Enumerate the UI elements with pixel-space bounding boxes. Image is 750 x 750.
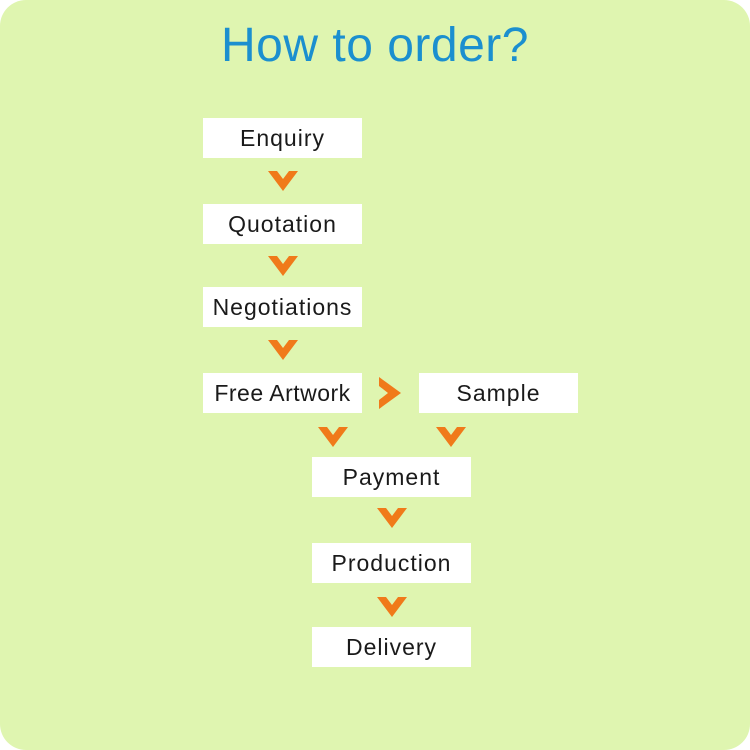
step-delivery: Delivery — [312, 627, 471, 667]
step-sample: Sample — [419, 373, 578, 413]
step-negotiations: Negotiations — [203, 287, 362, 327]
chevron-down-icon — [377, 597, 407, 617]
step-production: Production — [312, 543, 471, 583]
chevron-down-icon — [377, 508, 407, 528]
diagram-title: How to order? — [221, 19, 529, 72]
chevron-down-icon — [318, 427, 348, 447]
chevron-right-icon — [379, 377, 401, 409]
chevron-down-icon — [268, 340, 298, 360]
step-quotation: Quotation — [203, 204, 362, 244]
chevron-down-icon — [268, 171, 298, 191]
chevron-down-icon — [436, 427, 466, 447]
step-enquiry: Enquiry — [203, 118, 362, 158]
step-payment: Payment — [312, 457, 471, 497]
step-free-artwork: Free Artwork — [203, 373, 362, 413]
chevron-down-icon — [268, 256, 298, 276]
